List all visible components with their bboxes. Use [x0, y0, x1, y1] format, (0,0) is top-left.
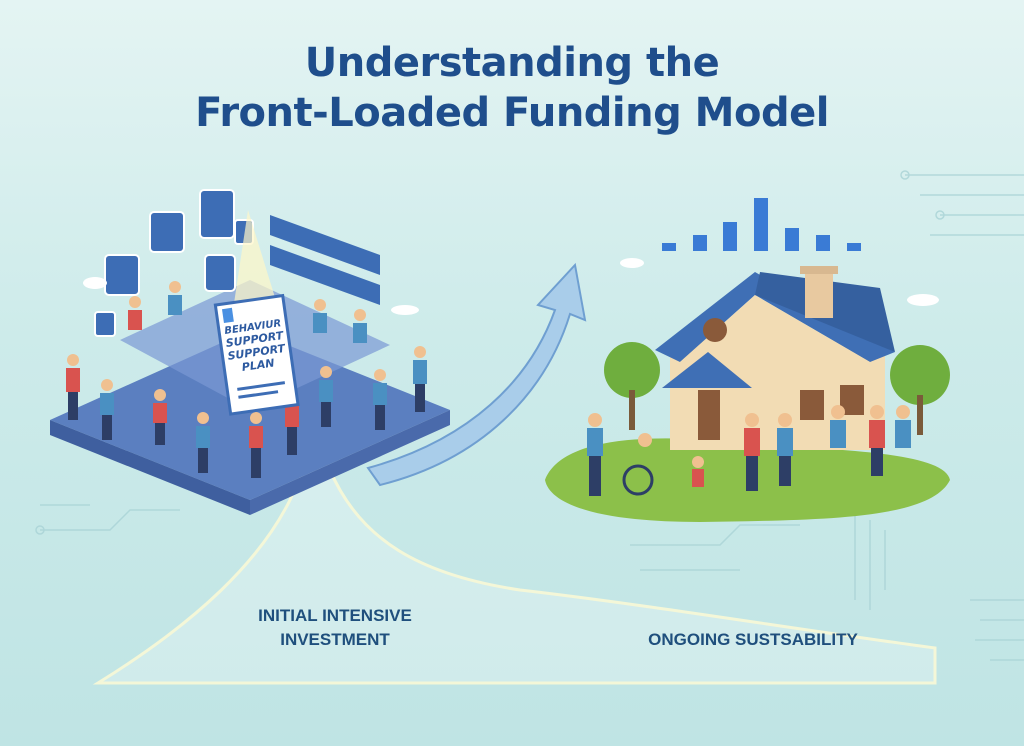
circuit-decoration — [35, 170, 1024, 661]
funding-curve — [92, 459, 937, 685]
page-title: Understanding the Front-Loaded Funding M… — [0, 38, 1024, 138]
growth-arrow — [366, 262, 587, 487]
house-scene — [545, 266, 950, 522]
people-team — [66, 281, 427, 478]
people-community — [587, 405, 911, 496]
title-line-1: Understanding the — [304, 40, 720, 86]
progress-bars-icon — [270, 215, 380, 305]
bar-chart-icon — [662, 198, 861, 251]
initial-investment-label: INITIAL INTENSIVE INVESTMENT — [258, 606, 412, 649]
title-line-2: Front-Loaded Funding Model — [195, 90, 829, 136]
ongoing-sustainability-label: ONGOING SUSTSABILITY — [648, 630, 858, 649]
clouds — [83, 258, 939, 315]
behaviour-support-plan-document: BEHAVIUR SUPPORT SUPPORT PLAN — [213, 293, 300, 416]
plan-line-4: PLAN — [241, 356, 275, 373]
